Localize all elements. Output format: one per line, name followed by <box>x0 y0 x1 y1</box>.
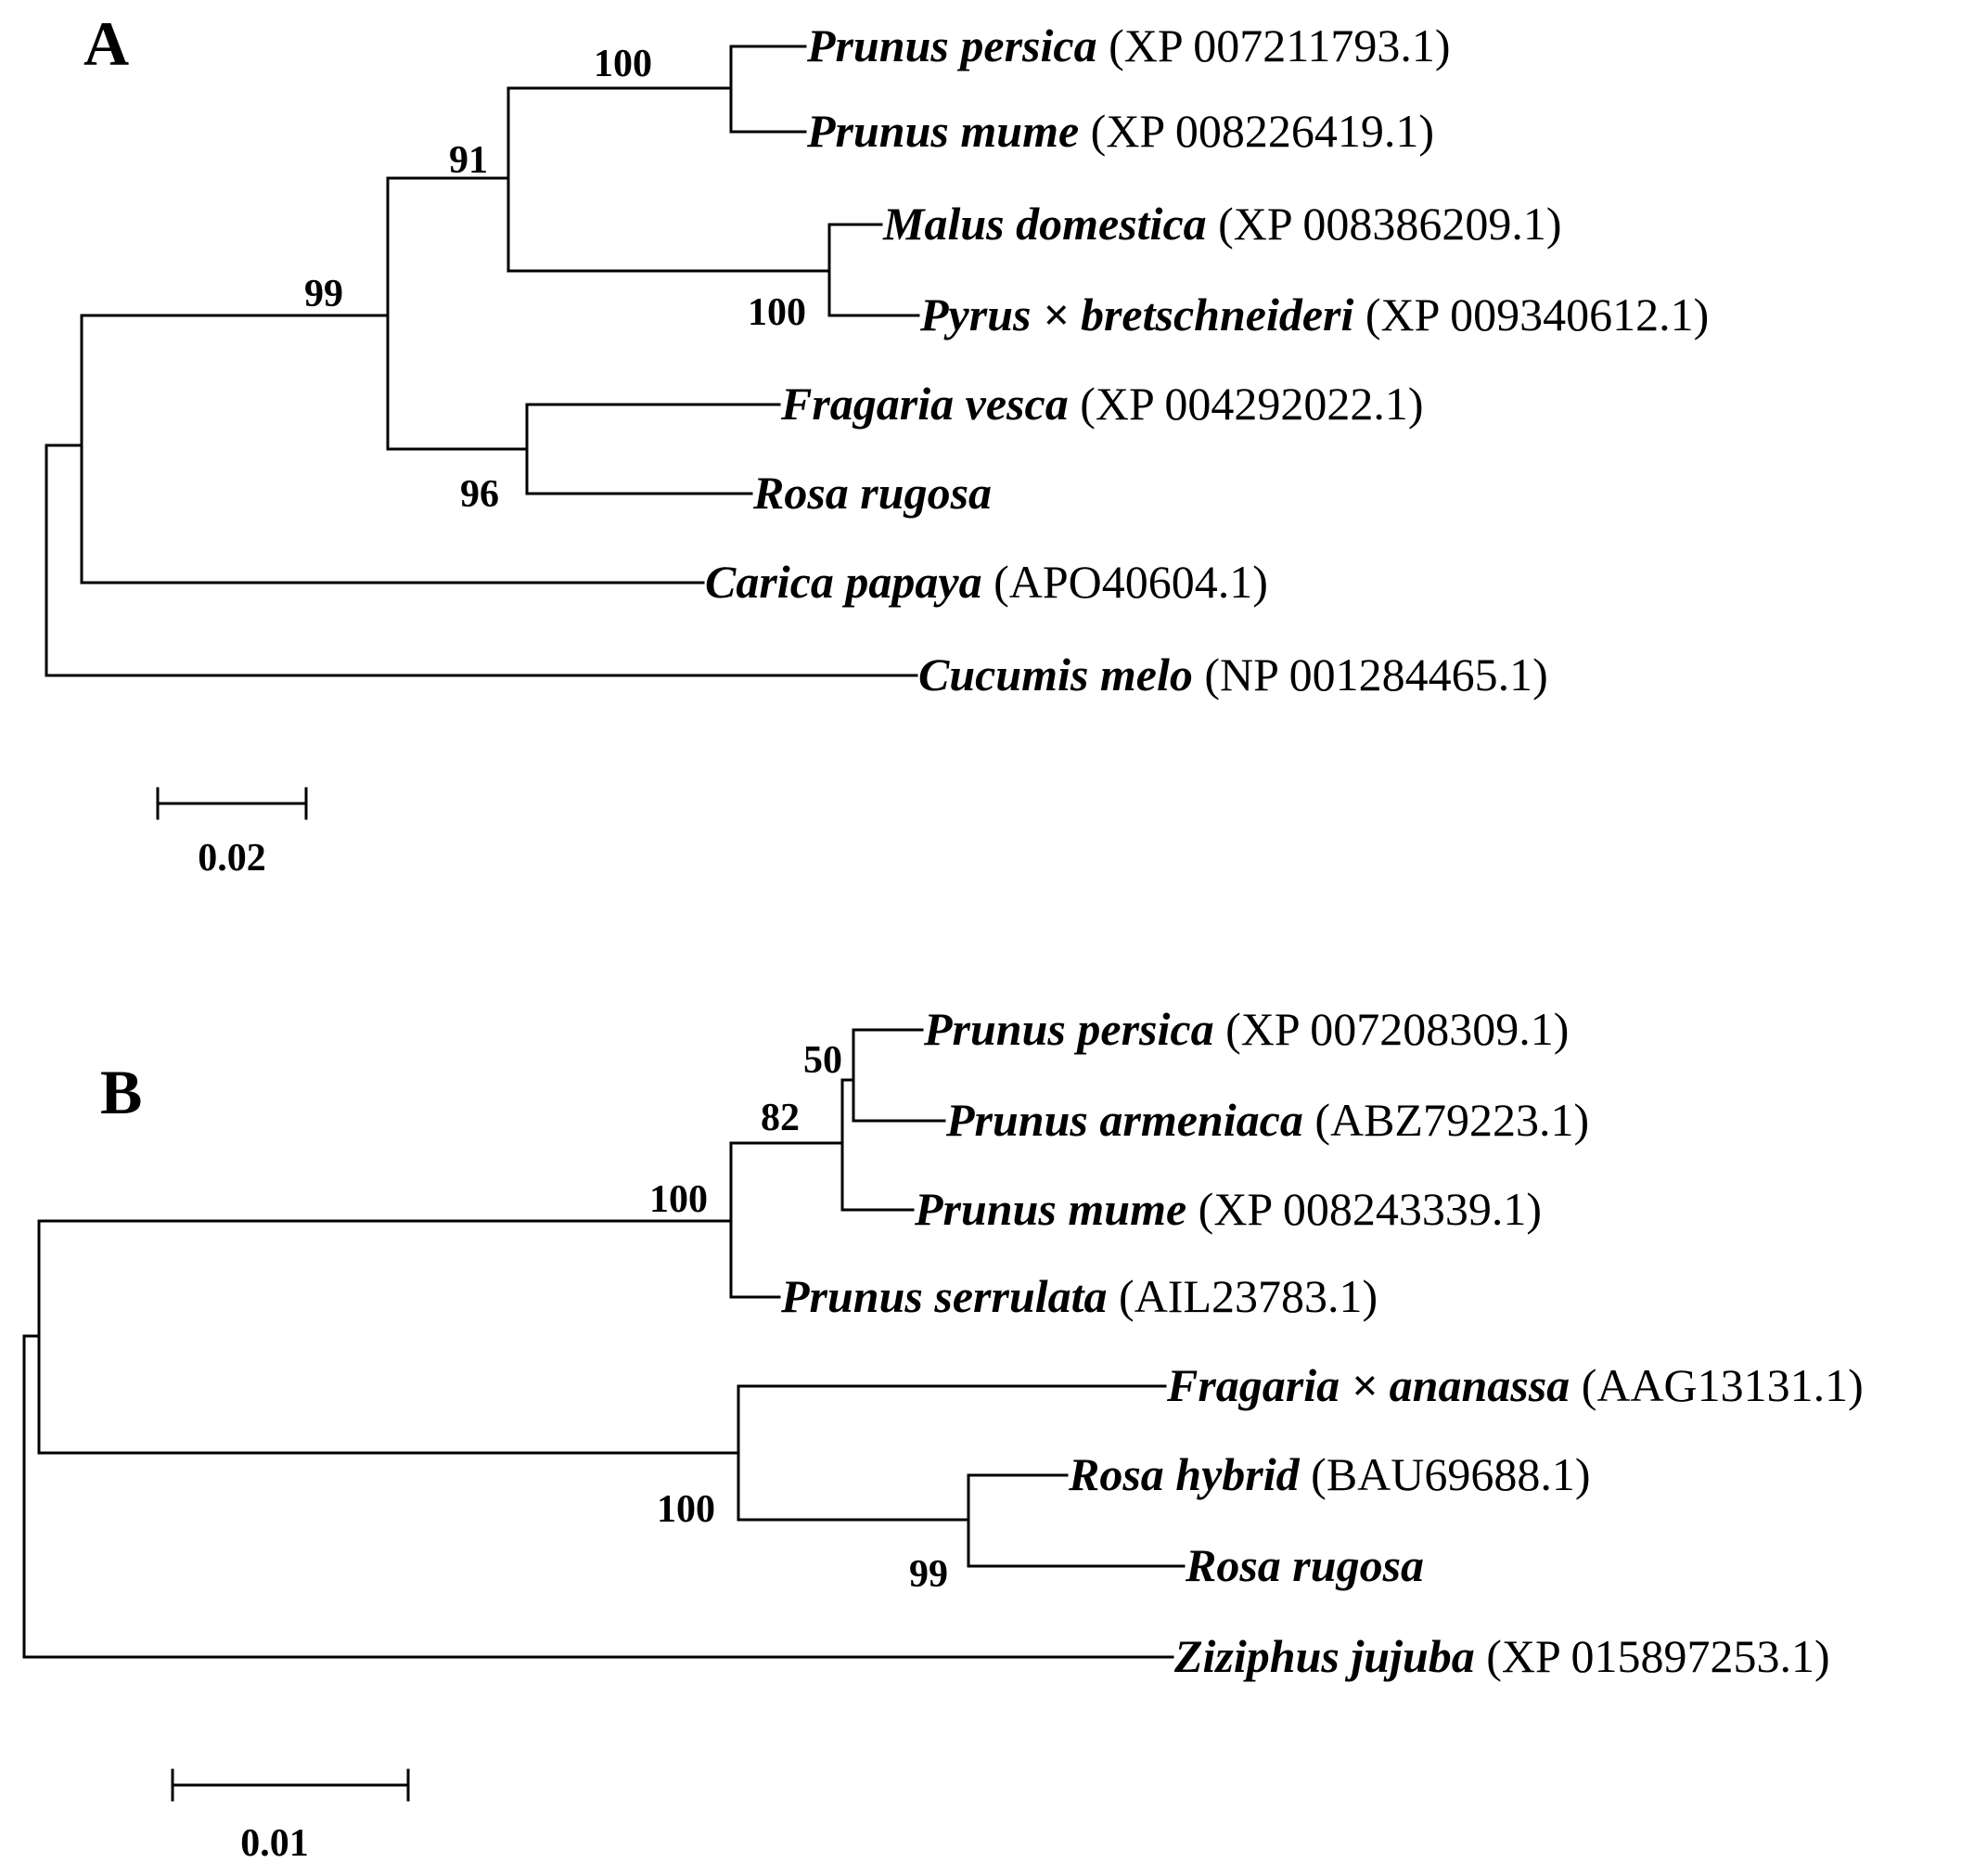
a-taxon-label: Cucumis melo (NP 001284465.1) <box>918 649 1548 700</box>
b-species: Prunus persica <box>923 1003 1214 1055</box>
b-accession: (ABZ79223.1) <box>1314 1094 1589 1146</box>
panel-a-label: A <box>83 8 129 79</box>
b-species: Rosa rugosa <box>1185 1539 1424 1591</box>
a-species: Rosa rugosa <box>752 467 992 519</box>
b-scale-bar: 0.01 <box>171 1768 410 1865</box>
b-species: Ziziphus jujuba <box>1173 1630 1475 1682</box>
a-accession: (APO40604.1) <box>994 556 1268 608</box>
a-bootstrap-pyreae: 100 <box>748 291 806 334</box>
a-accession: (XP 004292022.1) <box>1080 378 1423 430</box>
a-bootstrap-prunus: 100 <box>594 43 652 85</box>
a-scale-label: 0.02 <box>198 837 266 880</box>
b-taxon-label: Ziziphus jujuba (XP 015897253.1) <box>1173 1630 1830 1682</box>
a-species: Prunus persica <box>806 19 1097 71</box>
a-bootstrap-node96: 96 <box>460 473 499 516</box>
a-taxon-label: Malus domestica (XP 008386209.1) <box>882 198 1562 250</box>
a-bootstrap-rosaceae: 99 <box>304 273 343 315</box>
a-taxon-label: Fragaria vesca (XP 004292022.1) <box>780 378 1424 430</box>
b-species: Prunus mume <box>914 1183 1186 1235</box>
a-taxon-label: Prunus persica (XP 007211793.1) <box>806 19 1451 71</box>
b-scale-label: 0.01 <box>240 1822 309 1865</box>
b-taxon-label: Rosa rugosa <box>1185 1539 1424 1591</box>
panel-b-label: B <box>100 1057 142 1127</box>
b-taxon-label: Prunus mume (XP 008243339.1) <box>914 1183 1542 1235</box>
panel-b-branches <box>22 1028 1186 1659</box>
panel-a: A <box>45 8 1709 880</box>
b-species: Prunus armeniaca <box>945 1094 1303 1146</box>
a-accession: (XP 009340612.1) <box>1365 289 1709 341</box>
a-accession: (XP 007211793.1) <box>1109 19 1451 71</box>
b-accession: (XP 015897253.1) <box>1486 1630 1829 1682</box>
a-scale-bar: 0.02 <box>156 787 308 880</box>
b-accession: (XP 008243339.1) <box>1199 1183 1542 1235</box>
b-taxon-label: Rosa hybrid (BAU69688.1) <box>1068 1448 1591 1500</box>
a-taxon-label: Pyrus × bretschneideri (XP 009340612.1) <box>919 289 1709 341</box>
b-bootstrap-rosa: 99 <box>909 1553 948 1596</box>
b-accession: (AIL23783.1) <box>1119 1270 1378 1322</box>
a-accession: (XP 008386209.1) <box>1218 198 1561 250</box>
b-bootstrap-node50: 50 <box>803 1039 842 1082</box>
a-species: Cucumis melo <box>918 649 1193 700</box>
a-species: Pyrus × bretschneideri <box>919 289 1353 341</box>
b-accession: (AAG13131.1) <box>1582 1359 1864 1411</box>
b-species: Rosa hybrid <box>1068 1448 1301 1500</box>
a-taxon-label: Rosa rugosa <box>752 467 992 519</box>
b-taxon-label: Fragaria × ananassa (AAG13131.1) <box>1166 1359 1864 1411</box>
a-accession: (XP 008226419.1) <box>1091 105 1434 157</box>
a-species: Fragaria vesca <box>780 378 1069 430</box>
b-taxon-label: Prunus persica (XP 007208309.1) <box>923 1003 1569 1055</box>
panel-a-branches <box>45 45 920 677</box>
b-taxon-label: Prunus armeniaca (ABZ79223.1) <box>945 1094 1589 1146</box>
a-species: Malus domestica <box>882 198 1207 250</box>
b-bootstrap-rosoideae: 100 <box>657 1488 715 1531</box>
b-species: Prunus serrulata <box>780 1270 1108 1322</box>
a-species: Carica papaya <box>705 556 982 608</box>
a-species: Prunus mume <box>806 105 1079 157</box>
b-species: Fragaria × ananassa <box>1166 1359 1570 1411</box>
b-taxon-label: Prunus serrulata (AIL23783.1) <box>780 1270 1378 1322</box>
b-bootstrap-node82: 82 <box>761 1097 800 1139</box>
panel-b: B <box>22 1003 1864 1865</box>
a-accession: (NP 001284465.1) <box>1204 649 1547 700</box>
b-accession: (BAU69688.1) <box>1311 1448 1590 1500</box>
a-taxon-label: Prunus mume (XP 008226419.1) <box>806 105 1434 157</box>
b-accession: (XP 007208309.1) <box>1225 1003 1569 1055</box>
a-bootstrap-node91: 91 <box>449 139 488 182</box>
b-bootstrap-prunus: 100 <box>649 1178 708 1221</box>
a-taxon-label: Carica papaya (APO40604.1) <box>705 556 1268 608</box>
